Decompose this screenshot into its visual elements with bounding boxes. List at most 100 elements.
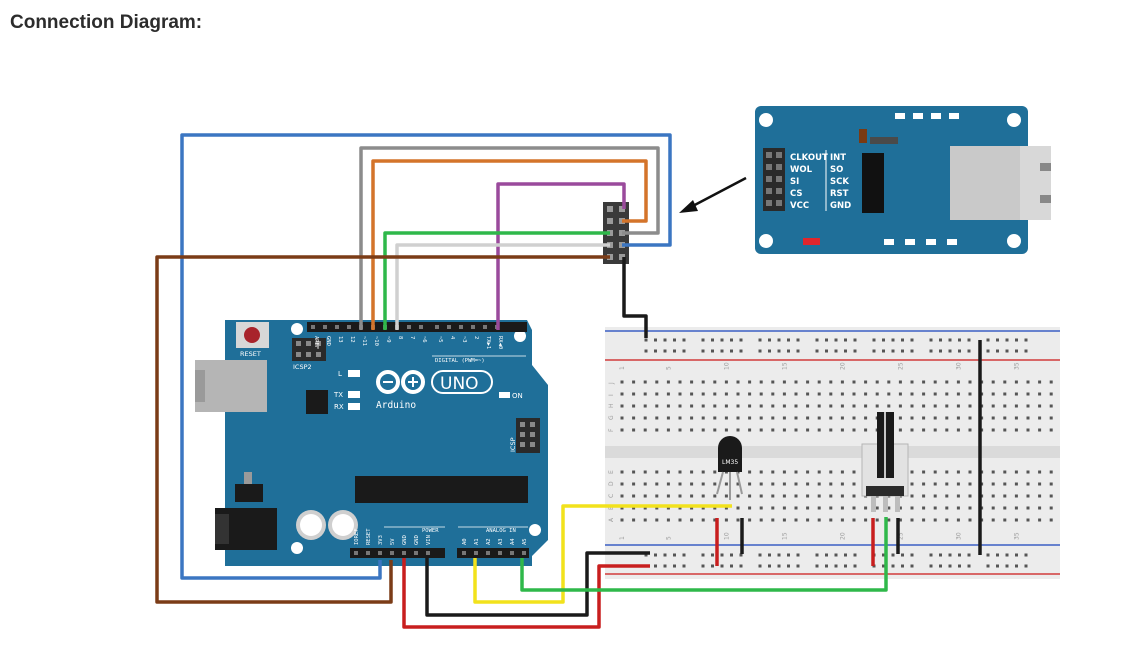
wire-black-module [622,257,648,338]
breadboard-row-letter: J [608,382,615,385]
power-pin-label: GND [414,535,420,545]
power-pin-label: IOREF [354,528,360,545]
wire-blue [180,133,672,580]
digital-label: DIGITAL (PWM=~) [435,358,485,364]
led-l-label: L [338,370,342,378]
led-rx-label: RX [334,403,344,411]
digital-pin-label: 7 [409,336,415,339]
breadboard-row-letter: G [608,415,615,420]
power-label: POWER [422,528,439,534]
digital-pin-label: ~5 [437,336,443,343]
digital-pin-label: ~6 [421,336,427,343]
brand-label: Arduino [376,400,416,411]
arduino-logo-icon [376,370,425,394]
breadboard-column-number: 10 [723,532,730,540]
power-pin-label: 3V3 [378,535,384,545]
module-pin-label: SO [830,165,843,175]
wire-orange [371,159,648,330]
breadboard-column-number: 35 [1013,362,1020,370]
breadboard-row-letter: E [608,470,615,474]
module-pin-label: GND [830,201,851,211]
mounting-hole-icon [759,113,773,127]
microcontroller-chip-icon [355,476,528,503]
power-pin-label: 5V [390,538,396,545]
breadboard-column-number: 1 [619,536,626,540]
module-pin-label: SI [790,177,799,187]
module-pin-label: CLKOUT [790,153,828,163]
wire-green-spi [383,231,610,330]
arduino-uno-board: RESET ICSP2 L TX RX UNO Arduino ON ICSP [195,320,548,566]
analog-pin-label: A2 [486,538,492,545]
breadboard-column-number: 10 [723,362,730,370]
breadboard-row-letter: H [608,403,615,408]
module-pin-label: CS [790,189,803,199]
analog-pin-label: A0 [462,538,468,545]
digital-pin-label: AREF [313,336,319,349]
reset-label: RESET [240,350,261,358]
wire-brown [155,255,610,604]
wire-white [395,243,610,330]
module-pin-label: INT [830,153,846,163]
power-pin-label: VIN [426,535,432,545]
analog-pin-label: A4 [510,538,516,545]
mounting-hole-icon [1007,113,1021,127]
breadboard-column-number: 5 [665,536,672,540]
arrow-icon [679,176,747,213]
digital-pin-label: ~11 [361,336,367,346]
uno-label: UNO [440,374,479,394]
module-header-icon [763,148,785,211]
chip-icon [862,153,884,213]
breadboard-row-letter: I [608,394,615,396]
digital-pin-label: ~3 [461,336,467,343]
wire-gray [359,146,660,330]
temperature-sensor-icon: LM35 [716,436,743,500]
power-pin-label: GND [402,535,408,545]
mounting-hole-icon [1007,234,1021,248]
breadboard-column-number: 30 [955,532,962,540]
analog-pin-label: A5 [522,538,528,545]
digital-pin-label: RX◀0 [497,336,503,349]
digital-pin-label: 12 [349,336,355,343]
breadboard-column-number: 5 [665,366,672,370]
power-header-icon [350,548,445,558]
breadboard-column-number: 25 [897,362,904,370]
breadboard-column-number: 1 [619,366,626,370]
wires [155,133,982,629]
usb-port-icon [195,360,267,412]
breadboard-row-letter: B [608,506,615,510]
analog-header-icon [457,548,529,558]
digital-pin-label: TX▶1 [485,336,491,349]
breadboard-column-number: 15 [781,362,788,370]
breadboard-column-number: 15 [781,532,788,540]
wire-black-ground [425,551,650,617]
breadboard-row-letter: A [608,517,615,522]
breadboard-column-number: 20 [839,532,846,540]
potentiometer-icon [861,412,909,512]
page-title: Connection Diagram: [10,12,203,33]
analog-label: ANALOG IN [486,528,516,534]
rj45-jack-icon [950,146,1022,220]
breadboard-row-letter: F [608,428,615,432]
breadboard-column-number: 30 [955,362,962,370]
icsp2-label: ICSP2 [293,363,312,371]
breadboard-column-number: 25 [897,532,904,540]
digital-pin-label: 8 [397,336,403,339]
module-pin-label: RST [830,189,849,199]
wire-yellow [473,504,732,604]
digital-pin-label: ~10 [373,336,379,346]
led-tx-label: TX [333,391,343,399]
digital-header-icon [307,322,527,332]
analog-pin-label: A3 [498,538,504,545]
breadboard-column-number: 35 [1013,532,1020,540]
digital-pin-label: ~9 [385,336,391,343]
icsp-label: ICSP [509,437,517,452]
breadboard-row-letter: D [608,481,615,486]
digital-pin-label: 2 [473,336,479,339]
breadboard-holes [620,338,1053,568]
enc28j60-module: CLKOUT WOL SI CS VCC INT SO SCK RST GND [755,106,1051,254]
digital-pin-label: 4 [449,336,455,340]
wire-green-analog [520,517,888,592]
